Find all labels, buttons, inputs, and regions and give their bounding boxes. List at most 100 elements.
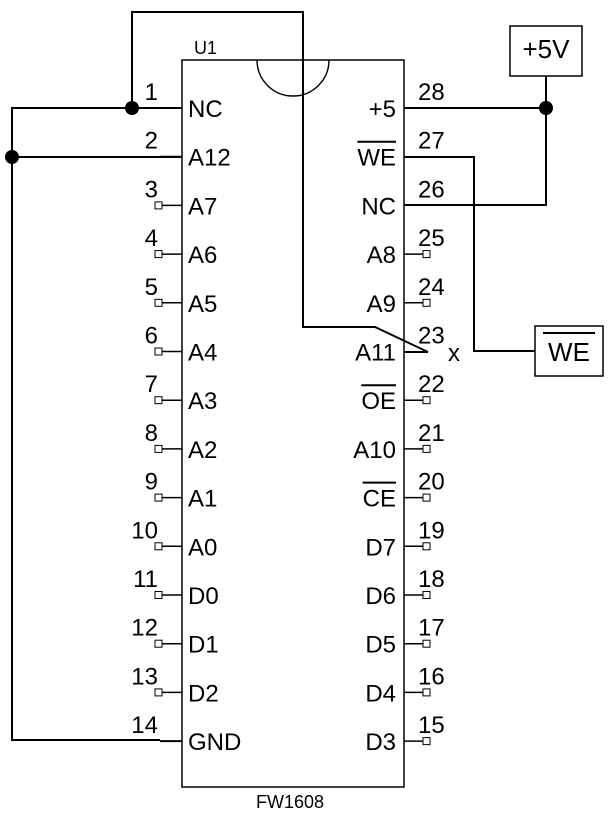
pin-number: 20 xyxy=(418,469,445,496)
pin-number: 12 xyxy=(131,615,158,642)
pin-label: A7 xyxy=(188,193,217,220)
pin-label: GND xyxy=(188,729,241,756)
pin-number: 23 xyxy=(418,323,445,350)
pin-1: 1NC xyxy=(145,79,223,123)
pin-number: 13 xyxy=(131,663,158,690)
we-port-label: WE xyxy=(548,337,590,367)
pin-label: A11 xyxy=(355,340,396,367)
pin-8: 8A2 xyxy=(145,420,218,464)
wire-we-net xyxy=(404,156,535,352)
pin-label: A9 xyxy=(367,291,396,318)
pin-endpoint-square xyxy=(422,396,431,405)
pin-label: D0 xyxy=(188,583,219,610)
right-pin-group: 28+527WE26NC25A824A923A1122OE21A1020CE19… xyxy=(353,79,444,756)
pin-number: 8 xyxy=(145,420,158,447)
pin-number: 19 xyxy=(418,517,445,544)
pin-number: 3 xyxy=(145,176,158,203)
pin-number: 18 xyxy=(418,566,445,593)
pin-endpoint-square xyxy=(154,542,163,551)
pin-number: 9 xyxy=(145,469,158,496)
pin-label: D6 xyxy=(365,583,396,610)
pin-endpoint-square xyxy=(422,493,431,502)
pin-endpoint-square xyxy=(154,591,163,599)
pin-number: 15 xyxy=(418,712,445,739)
pin-28: 28 +5 xyxy=(369,79,445,123)
pin-label: A6 xyxy=(188,242,217,269)
we-port: WE xyxy=(534,325,604,377)
wire-nc1-top-loop xyxy=(131,11,429,353)
junction-dot-vcc xyxy=(539,101,553,115)
pin-endpoint-square xyxy=(154,639,163,648)
pin-label: OE xyxy=(361,388,396,415)
junction-dot-left-rail xyxy=(5,150,19,164)
pin-number: 28 xyxy=(418,79,445,106)
pin-endpoint-square xyxy=(422,591,431,599)
pin-label: D3 xyxy=(365,729,396,756)
pin-label: NC xyxy=(188,96,223,123)
pin-number: 17 xyxy=(418,615,445,642)
pin-endpoint-square xyxy=(422,250,431,259)
pin-label: +5 xyxy=(369,96,396,123)
pin-number: 10 xyxy=(131,517,158,544)
pin-endpoint-square xyxy=(422,542,431,551)
pin-number: 14 xyxy=(131,712,158,739)
pin-number: 27 xyxy=(418,128,445,155)
pin-label: WE xyxy=(357,145,396,172)
chip-reference: U1 xyxy=(194,38,217,58)
pin-4: 4A6 xyxy=(145,225,218,269)
pin-label: D1 xyxy=(188,632,219,659)
chip-part-number: FW1608 xyxy=(256,792,324,812)
junction-dot-pin1 xyxy=(125,101,139,115)
pin-number: 26 xyxy=(418,176,445,203)
pin-label: CE xyxy=(363,486,396,513)
pin-endpoint-square xyxy=(422,444,431,453)
pin-3: 3A7 xyxy=(145,176,218,220)
pin-endpoint-square xyxy=(154,493,163,502)
pin-label: NC xyxy=(361,193,396,220)
pin-number: 16 xyxy=(418,663,445,690)
pin-number: 21 xyxy=(418,420,445,447)
pin-5: 5A5 xyxy=(145,274,218,318)
chip-notch xyxy=(256,59,330,97)
vcc-port: +5V xyxy=(509,25,583,77)
pin-number: 22 xyxy=(418,371,445,398)
pin-label: D7 xyxy=(365,534,396,561)
no-connect-mark: x xyxy=(448,340,460,367)
pin-label: A4 xyxy=(188,340,217,367)
pin-number: 4 xyxy=(145,225,158,252)
wire-nc1-to-gnd xyxy=(11,107,160,741)
left-pin-group: 1NC2A123A74A65A56A47A38A29A110A011D012D1… xyxy=(131,79,241,756)
pin-label: D2 xyxy=(188,680,219,707)
pin-number: 6 xyxy=(145,323,158,350)
pin-number: 7 xyxy=(145,371,158,398)
pin-label: A0 xyxy=(188,534,217,561)
pin-endpoint-square xyxy=(154,444,163,453)
pin-endpoint-square xyxy=(422,737,431,746)
pin-number: 1 xyxy=(145,79,158,106)
pin-number: 11 xyxy=(133,566,158,593)
pin-endpoint-square xyxy=(154,201,163,210)
pin-6: 6A4 xyxy=(145,323,218,367)
pin-label: A1 xyxy=(188,486,217,513)
pin-label: A2 xyxy=(188,437,217,464)
pin-endpoint-square xyxy=(154,396,163,405)
pin-endpoint-square xyxy=(422,639,431,648)
pin-endpoint-square xyxy=(422,688,431,697)
pin-9: 9A1 xyxy=(145,469,218,513)
pin-endpoint-square xyxy=(154,688,163,697)
